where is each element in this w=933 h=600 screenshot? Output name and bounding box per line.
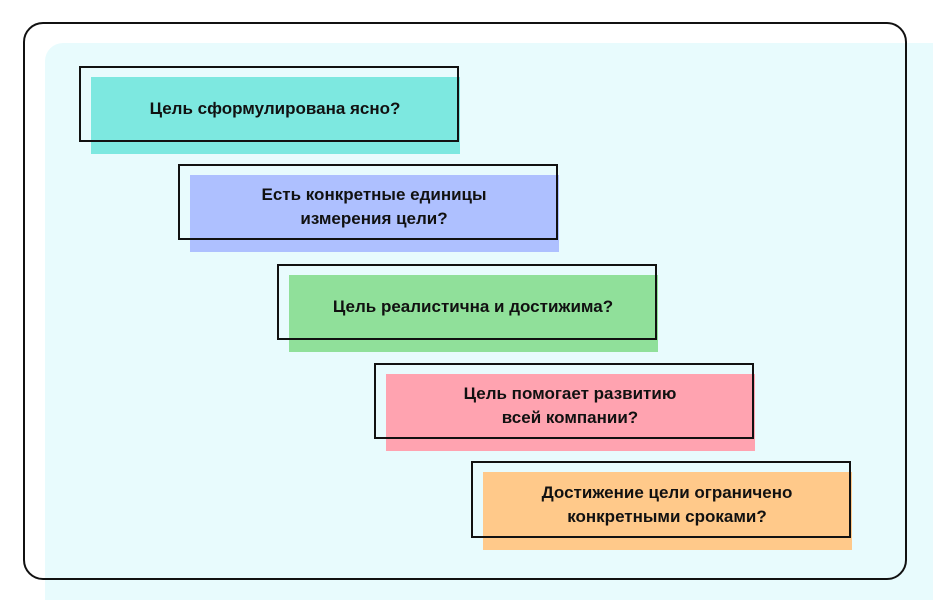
outer-frame: [23, 22, 907, 580]
step-1: Цель сформулирована ясно?: [79, 66, 460, 154]
step-label: Цель сформулирована ясно?: [149, 99, 401, 118]
step-label: Есть конкретные единицы измерения цели?: [261, 185, 487, 228]
step-3: Цель реалистична и достижима?: [277, 264, 658, 352]
step-label: Цель реалистична и достижима?: [332, 297, 614, 316]
step-label: Цель помогает развитию всей компании?: [463, 384, 677, 427]
step-5: Достижение цели ограничено конкретными с…: [471, 461, 852, 550]
step-4: Цель помогает развитию всей компании?: [374, 363, 755, 451]
step-2: Есть конкретные единицы измерения цели?: [178, 164, 559, 252]
step-label: Достижение цели ограничено конкретными с…: [541, 482, 793, 526]
